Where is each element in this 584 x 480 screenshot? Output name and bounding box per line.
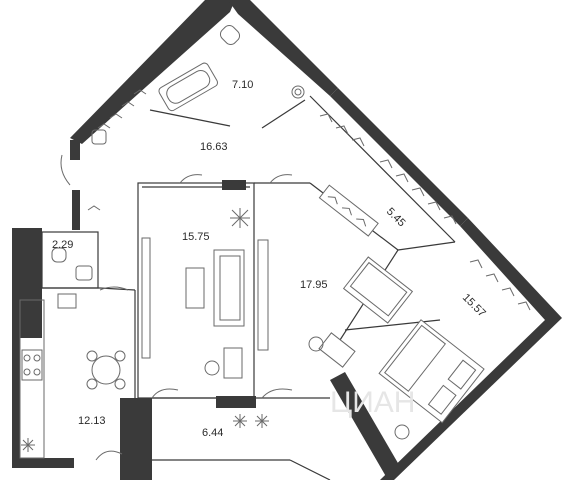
asterisk-icon (21, 438, 35, 452)
area-kitchen: 12.13 (78, 415, 106, 427)
exterior-walls (12, 0, 562, 480)
sofa-corner (342, 256, 414, 324)
washing-machine (291, 85, 305, 99)
kitchen-counter (19, 299, 45, 459)
dining-table (86, 350, 126, 390)
hangers-hall (97, 89, 147, 129)
stove (21, 349, 43, 381)
bathtub (158, 62, 219, 112)
tv-unit-living (257, 239, 269, 351)
toilet-bathroom (219, 24, 241, 46)
kitchen-sink (57, 293, 77, 309)
sofa-bedroom (213, 249, 245, 327)
balcony-plants (233, 414, 269, 428)
area-wc: 2.29 (52, 239, 73, 251)
area-bathroom: 7.10 (232, 79, 253, 91)
hangers-bedroom-right (469, 259, 531, 311)
area-bedroom-right: 15.57 (460, 292, 488, 320)
desk-left (223, 347, 243, 379)
sink-wc (75, 265, 93, 281)
chair-living (308, 336, 324, 352)
bed (378, 319, 485, 424)
tv-unit-left (141, 237, 151, 359)
wardrobe-living (318, 184, 379, 237)
desk-living (318, 332, 356, 368)
desk-chair-left (204, 360, 220, 376)
toilet-wc (51, 247, 67, 263)
area-balcony: 6.44 (202, 427, 223, 439)
plant-icon (230, 208, 250, 228)
interior-walls (41, 95, 456, 480)
furniture (19, 24, 531, 461)
area-bedroom-left: 15.75 (182, 231, 210, 243)
door-swings (60, 154, 293, 461)
area-living-room: 17.95 (300, 279, 328, 291)
hangers-corridor (319, 113, 457, 225)
area-wardrobe-corridor: 5.45 (384, 206, 408, 230)
coffee-table (185, 267, 205, 309)
watermark-text: ЦИАН (330, 386, 415, 419)
chair-bedroom-right (394, 424, 410, 440)
area-hallway: 16.63 (200, 141, 228, 153)
